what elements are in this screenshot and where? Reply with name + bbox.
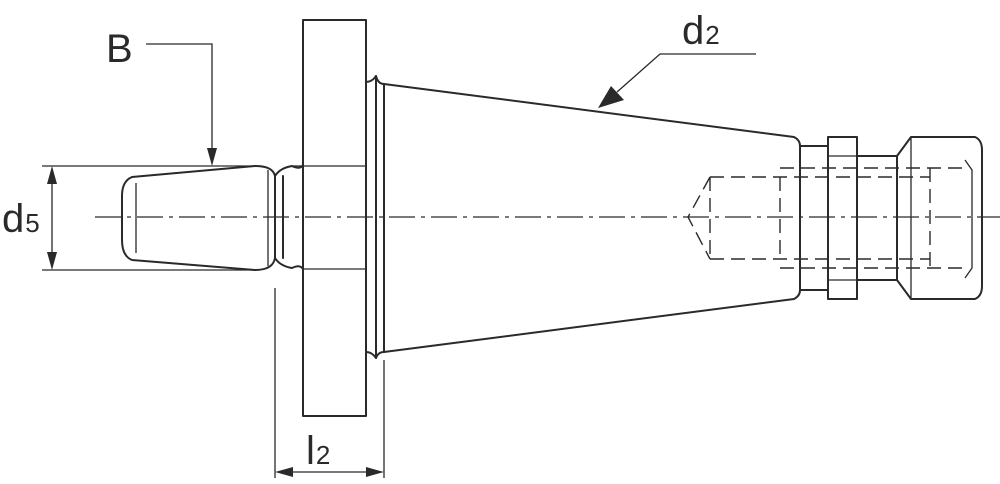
b-label: B	[106, 27, 133, 71]
d2-label: d2	[682, 9, 720, 53]
knob-head	[896, 136, 983, 300]
l2-label: l2	[306, 429, 330, 473]
pilot-neck	[254, 165, 276, 271]
b-leader-arrow	[207, 148, 217, 166]
knob-neck	[856, 155, 898, 281]
cone-root	[375, 75, 385, 359]
d2-leader-line	[616, 53, 756, 93]
flange	[302, 19, 367, 417]
knob-ring	[827, 136, 858, 300]
knob-head-face	[964, 159, 973, 279]
d5-arrow-top	[47, 166, 57, 184]
d5-label: d5	[2, 197, 40, 241]
hidden-thread	[779, 167, 968, 269]
pilot-shank	[121, 165, 256, 271]
taper-cone	[383, 83, 801, 353]
hidden-bore	[687, 176, 930, 260]
d5-arrow-bottom	[47, 252, 57, 270]
relief-groove-bottom	[274, 257, 304, 270]
d2-leader-arrow	[598, 86, 624, 108]
l2-arrow-left	[275, 467, 293, 477]
b-leader-line	[146, 43, 213, 150]
collar	[365, 75, 377, 359]
l2-arrow-right	[366, 467, 384, 477]
